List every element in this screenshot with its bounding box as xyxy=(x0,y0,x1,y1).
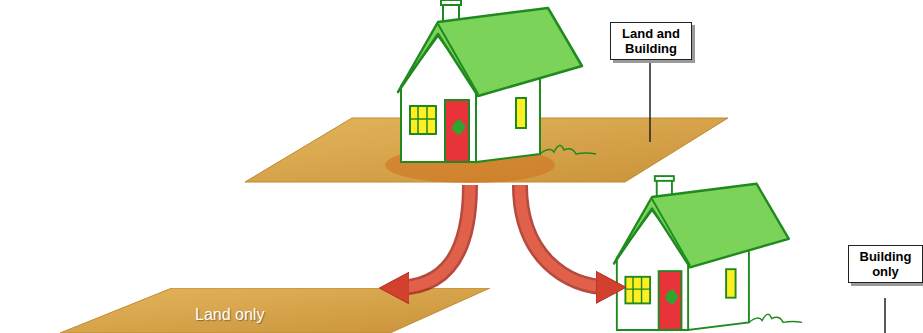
sign-post xyxy=(649,60,651,142)
land-plot-box: Land only xyxy=(60,288,490,333)
arrow-outline xyxy=(520,185,610,287)
sign-post xyxy=(884,298,886,333)
land-outline xyxy=(60,288,490,333)
split-arrow xyxy=(520,185,610,287)
split-arrow xyxy=(395,185,470,288)
arrow-body xyxy=(520,185,610,287)
land-and-building-group: Land and Building xyxy=(245,0,695,185)
arrow-outline xyxy=(395,185,470,288)
house xyxy=(614,176,802,330)
building-group: Building only xyxy=(610,170,923,333)
sign-label: Land and Building xyxy=(610,22,692,60)
arrow-body xyxy=(395,185,470,288)
land-shape xyxy=(60,288,490,333)
land-label: Land only xyxy=(195,306,264,324)
sign-label: Building only xyxy=(848,245,923,283)
house xyxy=(398,0,596,162)
